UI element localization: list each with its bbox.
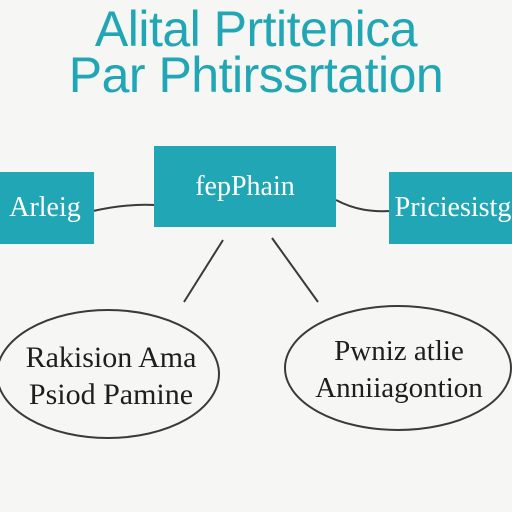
left-oval-label-line-2: Psiod Pamine bbox=[28, 378, 194, 411]
title-line-2: Par Phtirssrtation bbox=[68, 47, 444, 103]
connector-right bbox=[335, 199, 392, 213]
right-oval-label-line-1: Pwniz atlie bbox=[334, 335, 464, 367]
connector-left bbox=[92, 203, 156, 212]
left-node: Arleig bbox=[0, 172, 94, 244]
left-oval-label-line-1: Rakision Ama bbox=[25, 341, 197, 374]
left-oval bbox=[0, 309, 220, 439]
left-node-label: Arleig bbox=[9, 192, 81, 223]
right-oval-label-line-2: Anniiagontion bbox=[315, 372, 483, 404]
center-node: fepPhain bbox=[154, 146, 336, 227]
title-line-1: Alital Prtitenica bbox=[94, 1, 418, 57]
connector-center-right-oval bbox=[271, 237, 319, 303]
right-node: Priciesistg bbox=[389, 172, 512, 244]
connector-center-left-oval bbox=[183, 239, 224, 303]
center-node-label: fepPhain bbox=[195, 170, 295, 202]
right-node-label: Priciesistg bbox=[394, 192, 512, 223]
right-oval bbox=[284, 305, 512, 431]
